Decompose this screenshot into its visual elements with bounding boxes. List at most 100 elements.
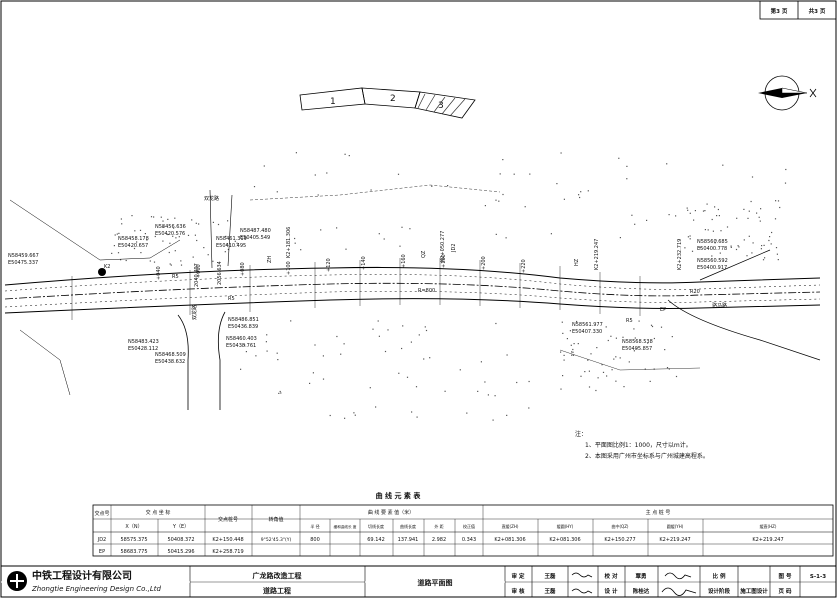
terrain-point: [590, 353, 592, 355]
terrain-point: [226, 243, 228, 245]
terrain-point: [153, 216, 155, 218]
terrain-point: [660, 326, 663, 328]
terrain-point: [340, 353, 342, 355]
coord-d-n: N58461.319: [216, 236, 247, 242]
terrain-point: [550, 233, 552, 235]
company-name-en: Zhongtie Engineering Design Co.,Ltd: [31, 585, 161, 593]
terrain-point: [484, 205, 486, 207]
terrain-point: [769, 236, 771, 238]
terrain-point: [265, 341, 267, 343]
notes-line-2: 2、本图采用广州市坐标系与广州城建高程系。: [585, 452, 709, 460]
terrain-point: [631, 214, 633, 216]
cell-hz: K2+219.247: [752, 537, 783, 543]
terrain-point: [752, 242, 754, 244]
terrain-point: [290, 320, 292, 322]
terrain-point: [776, 253, 778, 255]
terrain-point: [615, 356, 617, 358]
label-ep: EP: [660, 307, 666, 313]
terrain-point: [326, 172, 328, 174]
terrain-point: [377, 320, 379, 322]
terrain-point: [689, 235, 691, 237]
terrain-point: [615, 337, 617, 339]
company-logo-icon: [7, 571, 27, 591]
terrain-point: [224, 251, 226, 253]
key-plan-seg-1: 1: [330, 97, 336, 107]
terrain-point: [587, 359, 589, 361]
terrain-point: [499, 173, 501, 175]
label-zh: ZH: [267, 256, 273, 263]
terrain-point: [571, 354, 573, 356]
terrain-point: [397, 173, 400, 175]
terrain-point: [162, 220, 164, 222]
terrain-point: [459, 369, 461, 371]
terrain-point: [602, 371, 605, 373]
review-name: 王磊: [544, 572, 556, 580]
terrain-point: [610, 335, 612, 337]
terrain-point: [748, 210, 750, 212]
terrain-point: [336, 227, 338, 229]
terrain-point: [295, 152, 297, 154]
terrain-point: [125, 259, 127, 262]
terrain-point: [556, 183, 558, 185]
cell-num: EP: [99, 549, 105, 555]
terrain-point: [649, 380, 651, 382]
curve-radius: R=800: [418, 288, 435, 294]
terrain-point: [401, 347, 403, 350]
coord-k-n: N58486.851: [228, 317, 259, 323]
terrain-point: [418, 334, 420, 336]
th-y: Y（E）: [172, 524, 189, 530]
terrain-point: [777, 259, 779, 261]
station-180: +180: [441, 254, 447, 268]
terrain-point: [747, 217, 749, 219]
check-name: 覃勇: [635, 572, 646, 580]
terrain-point: [192, 256, 194, 258]
terrain-point: [775, 247, 778, 249]
terrain-point: [378, 335, 380, 337]
sheet-value: S-1-3: [810, 574, 826, 580]
terrain-point: [777, 200, 780, 202]
current-page: 第3 页: [771, 7, 788, 15]
terrain-point: [117, 252, 120, 254]
coord-j-n: N58460.403: [226, 336, 257, 342]
total-pages: 共3 页: [809, 7, 826, 15]
terrain-point: [784, 182, 787, 184]
terrain-point: [477, 390, 479, 392]
station-2056: 2056.634: [217, 261, 223, 285]
terrain-point: [154, 235, 156, 238]
terrain-point: [266, 350, 268, 352]
coord-k-e: E50436.839: [228, 324, 258, 330]
terrain-point: [626, 178, 628, 180]
terrain-point: [605, 326, 607, 328]
terrain-point: [560, 351, 562, 353]
terrain-point: [162, 226, 164, 228]
th-curve: 曲线长度: [400, 523, 416, 529]
terrain-point: [651, 325, 654, 328]
terrain-point: [579, 196, 581, 199]
terrain-point: [133, 247, 136, 250]
terrain-point: [572, 348, 574, 351]
subproject-name: 道路工程: [263, 586, 291, 595]
th-station: 交点桩号: [218, 516, 238, 523]
terrain-point: [684, 247, 686, 249]
cell-curve: 137.941: [398, 537, 419, 543]
cell-qz: K2+150.277: [604, 537, 635, 543]
th-hy: 缓圆(HY): [557, 523, 574, 529]
coord-l-n: N58561.977: [572, 322, 603, 328]
terrain-point: [736, 217, 738, 219]
terrain-point: [120, 259, 122, 261]
terrain-point: [596, 347, 598, 349]
coord-b-n: N58458.178: [118, 236, 149, 242]
terrain-points: [111, 152, 787, 421]
terrain-point: [401, 226, 403, 228]
cell-correction: 0.343: [462, 537, 476, 543]
station-k2-219: K2+219.247: [594, 239, 600, 270]
terrain-point: [572, 354, 575, 356]
terrain-point: [447, 185, 449, 187]
road-labels: 双龙路 双龙路 骆马路 R=800 R20 R5 R5 R5 EP: [172, 195, 727, 324]
table-row: EP 58683.775 50415.296 K2+258.719: [99, 549, 244, 555]
terrain-point: [494, 395, 496, 397]
terrain-point: [348, 155, 350, 157]
terrain-point: [704, 229, 706, 231]
terrain-point: [751, 252, 753, 254]
terrain-point: [169, 242, 171, 244]
